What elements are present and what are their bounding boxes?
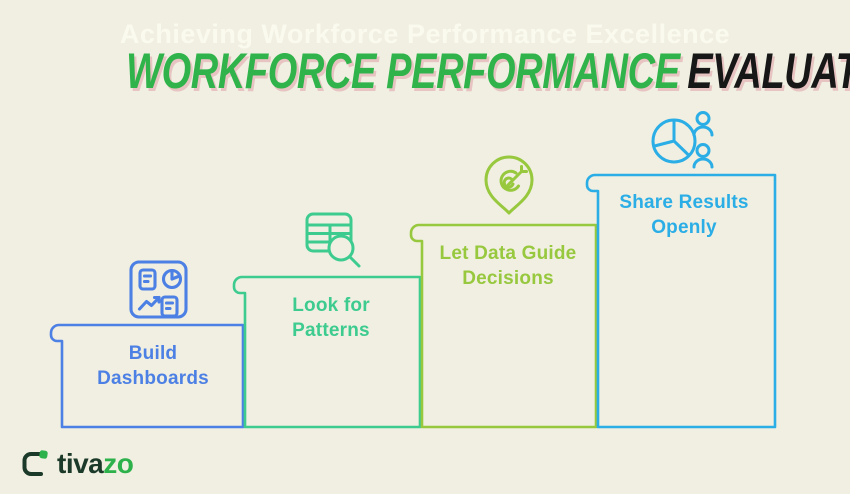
brand-logo: tivazo [20, 448, 134, 480]
step-outline [232, 275, 422, 429]
brand-suffix: zo [103, 448, 134, 479]
dashboard-icon [129, 260, 188, 319]
brand-wordmark: tivazo [57, 448, 134, 480]
step-label: Let Data Guide Decisions [439, 243, 577, 289]
step-outline [409, 223, 598, 429]
pie-people-icon [651, 111, 714, 169]
title-secondary: EVALUATION [687, 43, 850, 99]
brand-prefix: tiva [57, 448, 104, 479]
tivazo-logo-icon [22, 450, 48, 476]
table-search-icon [305, 212, 361, 268]
page-title: WORKFORCE PERFORMANCEEVALUATION [0, 42, 850, 100]
step-label: Build Dashboards [97, 343, 209, 389]
target-pin-icon [484, 155, 534, 215]
step-outline [585, 173, 777, 429]
title-primary: WORKFORCE PERFORMANCE [126, 43, 680, 99]
step-outline [49, 323, 245, 429]
step-label: Share Results Openly [619, 192, 749, 238]
step-label: Look for Patterns [292, 295, 370, 341]
ghost-subtitle: Achieving Workforce Performance Excellen… [119, 19, 731, 49]
